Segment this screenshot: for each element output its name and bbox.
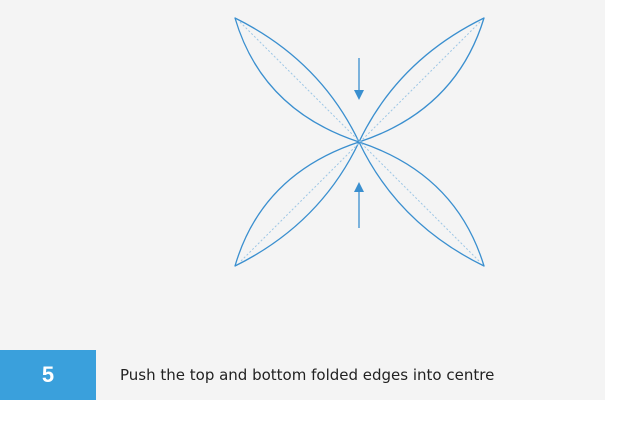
petal-upper-left [234,17,360,143]
fold-line-diagonal-b [239,21,481,263]
arrow-down-icon [354,58,364,100]
step-instruction: Push the top and bottom folded edges int… [120,366,495,384]
petal-lower-left [234,141,360,267]
petal-lower-right [358,141,485,267]
step-number: 5 [41,362,55,387]
arrow-up-icon [354,182,364,228]
step-number-badge: 5 [0,350,96,400]
fold-diagram [234,17,485,267]
instruction-panel: 5 Push the top and bottom folded edges i… [0,0,605,400]
step-row: 5 Push the top and bottom folded edges i… [0,350,605,400]
